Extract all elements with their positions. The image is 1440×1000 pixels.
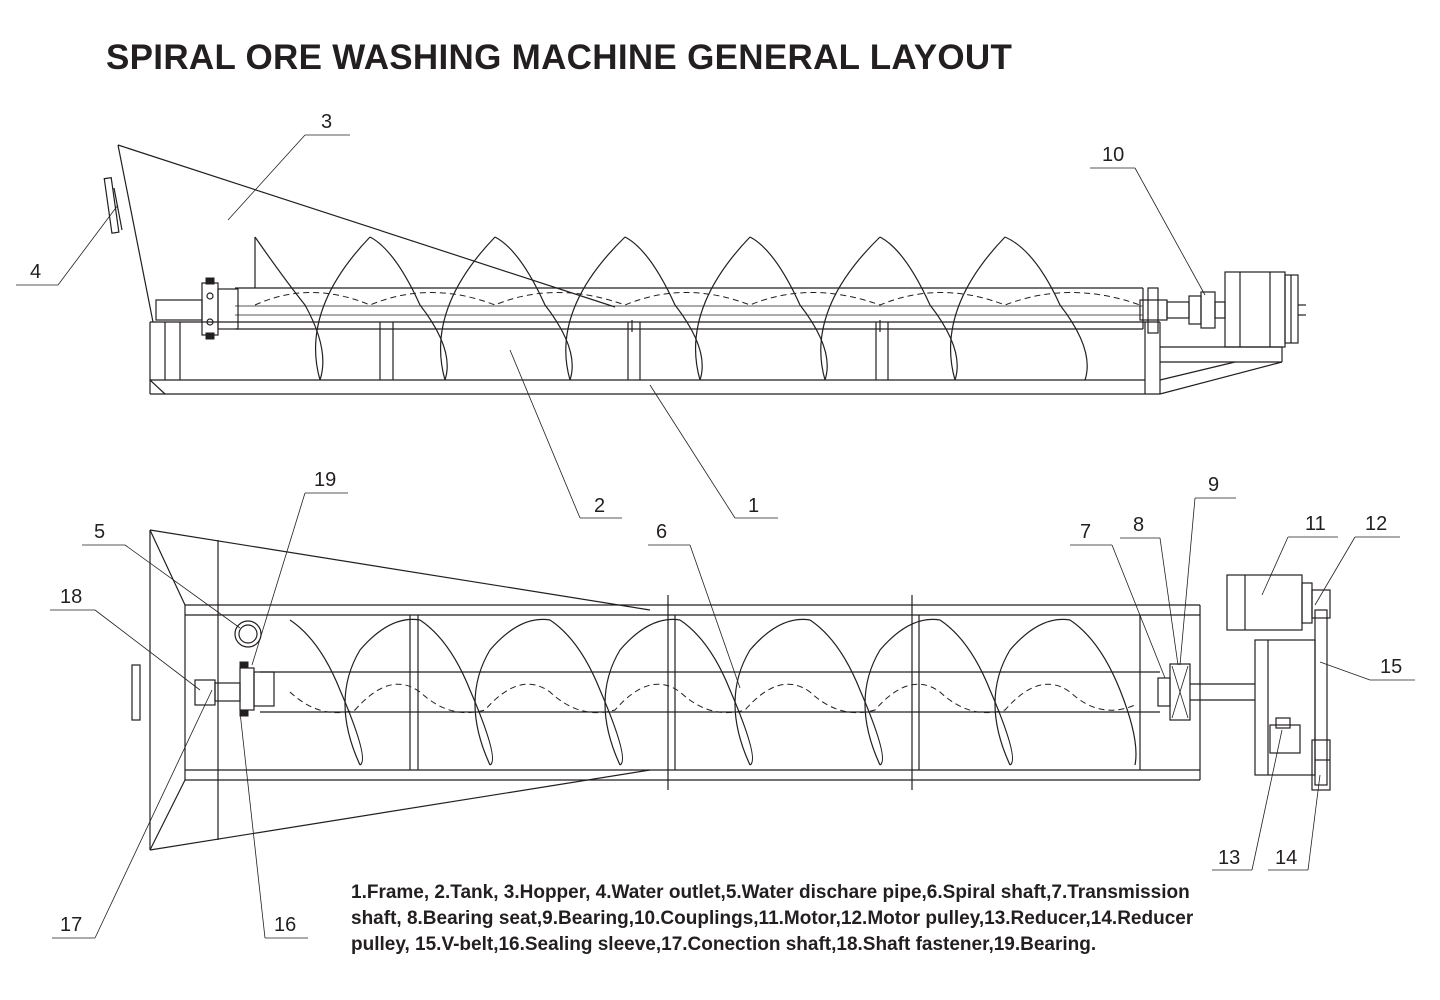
callout-8: 8	[1133, 514, 1144, 536]
callout-2: 2	[594, 495, 605, 517]
callout-4: 4	[30, 261, 41, 283]
water-outlet-side	[103, 177, 123, 234]
callout-numbers: 1 2 3 4 5 6 7 8 9 10 11 12 13 14 15 16 1…	[30, 111, 1402, 936]
callout-5: 5	[94, 521, 105, 543]
tank-top	[184, 595, 1201, 790]
helix-side	[254, 236, 1141, 381]
callout-19: 19	[314, 469, 336, 491]
callout-leaders	[16, 134, 1415, 939]
callout-11: 11	[1305, 513, 1326, 535]
diagram-title: SPIRAL ORE WASHING MACHINE GENERAL LAYOU…	[106, 38, 1013, 77]
callout-15: 15	[1380, 656, 1402, 678]
callout-12: 12	[1365, 513, 1387, 535]
shaft-top	[260, 671, 1255, 713]
right-bearing-top	[1157, 663, 1191, 721]
callout-16: 16	[274, 914, 296, 936]
parts-legend: 1.Frame, 2.Tank, 3.Hopper, 4.Water outle…	[351, 880, 1341, 958]
left-bearing-top	[194, 661, 275, 717]
legend-line-2: shaft, 8.Bearing seat,9.Bearing,10.Coupl…	[351, 908, 1194, 929]
callout-14: 14	[1275, 847, 1297, 869]
side-view	[103, 144, 1306, 395]
callout-18: 18	[60, 586, 82, 608]
callout-13: 13	[1218, 847, 1240, 869]
hopper-top	[149, 529, 651, 851]
callout-6: 6	[656, 521, 667, 543]
shaft-tube-side	[235, 287, 1144, 332]
helix-top	[289, 618, 1137, 766]
drive-top	[1226, 574, 1331, 791]
bearing-left-side	[155, 277, 239, 340]
legend-line-3: pulley, 15.V-belt,16.Sealing sleeve,17.C…	[351, 934, 1097, 955]
legend-line-1: 1.Frame, 2.Tank, 3.Hopper, 4.Water outle…	[351, 882, 1190, 903]
callout-1: 1	[748, 495, 759, 517]
callout-3: 3	[321, 111, 332, 133]
callout-17: 17	[60, 914, 82, 936]
frame-side	[149, 321, 1283, 395]
callout-10: 10	[1102, 144, 1124, 166]
discharge-pipe-top	[234, 620, 262, 648]
callout-7: 7	[1080, 521, 1091, 543]
top-view	[131, 529, 1331, 851]
callout-9: 9	[1208, 474, 1219, 496]
drive-side	[1139, 271, 1306, 348]
water-outlet-top	[131, 664, 141, 721]
